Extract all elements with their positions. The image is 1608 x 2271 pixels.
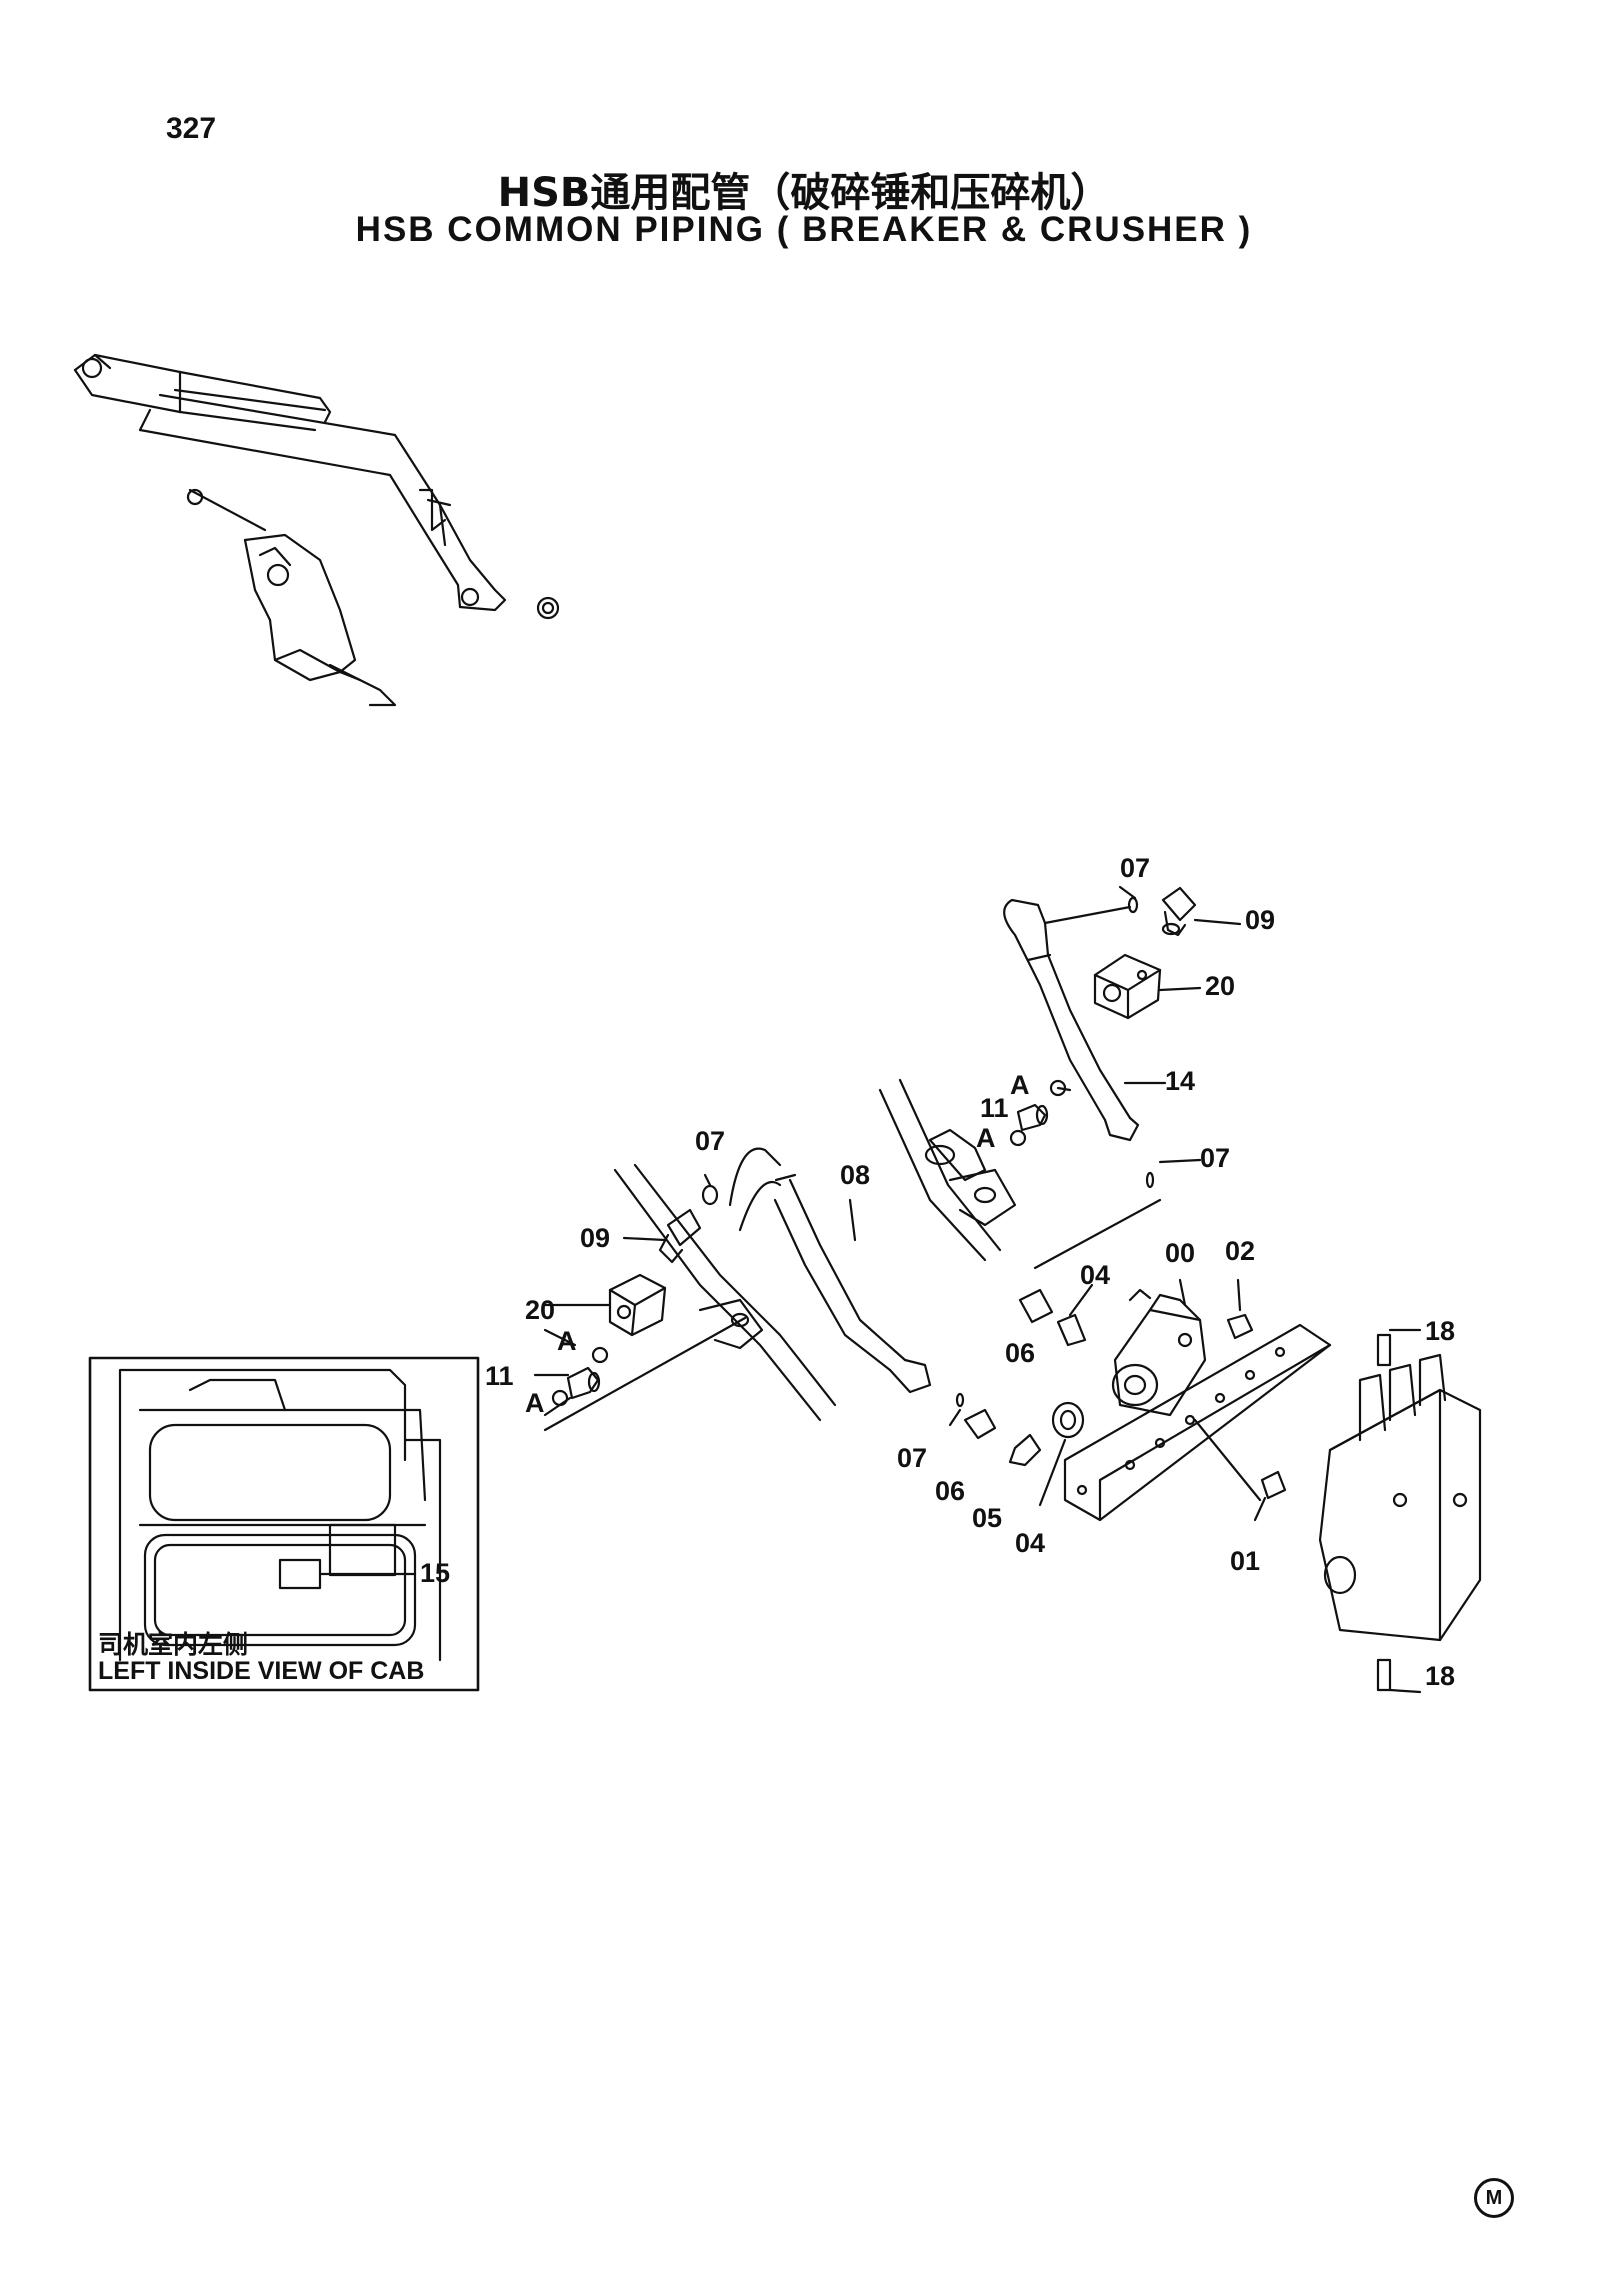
hose-08 [728, 1147, 932, 1394]
bolt-01 [1260, 1470, 1287, 1500]
valve-00 [1111, 1288, 1207, 1417]
fitting-06-upper [1018, 1288, 1054, 1324]
callout-04-lower: 04 [1015, 1528, 1046, 1558]
adapter-04-lower [1051, 1401, 1085, 1439]
callout-20-left: 20 [525, 1295, 556, 1325]
callout-04-upper: 04 [1080, 1260, 1111, 1290]
inset-caption-english: LEFT INSIDE VIEW OF CAB [98, 1657, 425, 1685]
cab-inset [88, 1356, 480, 1692]
elbow-09-left [658, 1208, 702, 1264]
title-chinese: HSB通用配管（破碎锤和压碎机） [497, 170, 1111, 216]
callout-a-2: A [976, 1123, 996, 1153]
callout-07-lower: 07 [897, 1443, 928, 1473]
callout-05: 05 [972, 1503, 1003, 1533]
oring-07-mid [701, 1184, 719, 1206]
oring-07-right [1145, 1171, 1155, 1189]
callout-11-lower: 11 [485, 1361, 514, 1391]
page-number: 327 [166, 112, 217, 145]
callout-07-right: 07 [1200, 1143, 1231, 1173]
callout-18-top: 18 [1425, 1316, 1456, 1346]
callout-09-top: 09 [1245, 905, 1276, 935]
valve-bracket [1063, 1323, 1332, 1522]
boom-pipes-upper [878, 1078, 1162, 1270]
callout-11-upper: 11 [980, 1093, 1009, 1123]
callout-09-left: 09 [580, 1223, 611, 1253]
callout-20-top: 20 [1205, 971, 1236, 1001]
fitting-18-top [1376, 1333, 1392, 1367]
callout-01: 01 [1230, 1546, 1261, 1576]
elbow-09-top [1161, 886, 1197, 937]
callout-15: 15 [420, 1558, 451, 1588]
bolt-01-line [1193, 1418, 1262, 1502]
block-20-top [1093, 953, 1162, 1020]
callout-a-1: A [1010, 1070, 1030, 1100]
callout-00: 00 [1165, 1238, 1196, 1268]
control-valve [1318, 1353, 1482, 1642]
callout-a-3: A [557, 1326, 577, 1356]
excavator-arm-illustration [73, 353, 560, 707]
block-20-left [608, 1273, 667, 1337]
footer-mark: M [1474, 2178, 1514, 2218]
fitting-06-lower [963, 1408, 997, 1440]
fitting-04-upper [1056, 1313, 1087, 1347]
fitting-18-bottom [1376, 1658, 1392, 1692]
callout-02: 02 [1225, 1236, 1256, 1266]
callout-06-lower: 06 [935, 1476, 966, 1506]
plug-02 [1226, 1313, 1254, 1340]
callout-14: 14 [1165, 1066, 1196, 1096]
callout-07-top: 07 [1120, 853, 1151, 883]
callout-18-bottom: 18 [1425, 1661, 1456, 1691]
callout-08: 08 [840, 1160, 871, 1190]
title-english: HSB COMMON PIPING ( BREAKER & CRUSHER ) [355, 210, 1253, 249]
hose-14 [1003, 898, 1140, 1142]
boom-pipes-lower [543, 1163, 837, 1432]
fitting-11-upper [1009, 1079, 1067, 1147]
callout-a-4: A [525, 1388, 545, 1418]
oring-07-top [1127, 896, 1139, 914]
inset-caption-chinese: 司机室内左侧 [98, 1630, 249, 1659]
callout-07-mid: 07 [695, 1126, 726, 1156]
oring-07-lower [955, 1392, 965, 1408]
fitting-11-lower [551, 1346, 609, 1407]
leader-lines [533, 885, 1422, 1694]
elbow-05 [1008, 1433, 1042, 1467]
callout-06-upper: 06 [1005, 1338, 1036, 1368]
